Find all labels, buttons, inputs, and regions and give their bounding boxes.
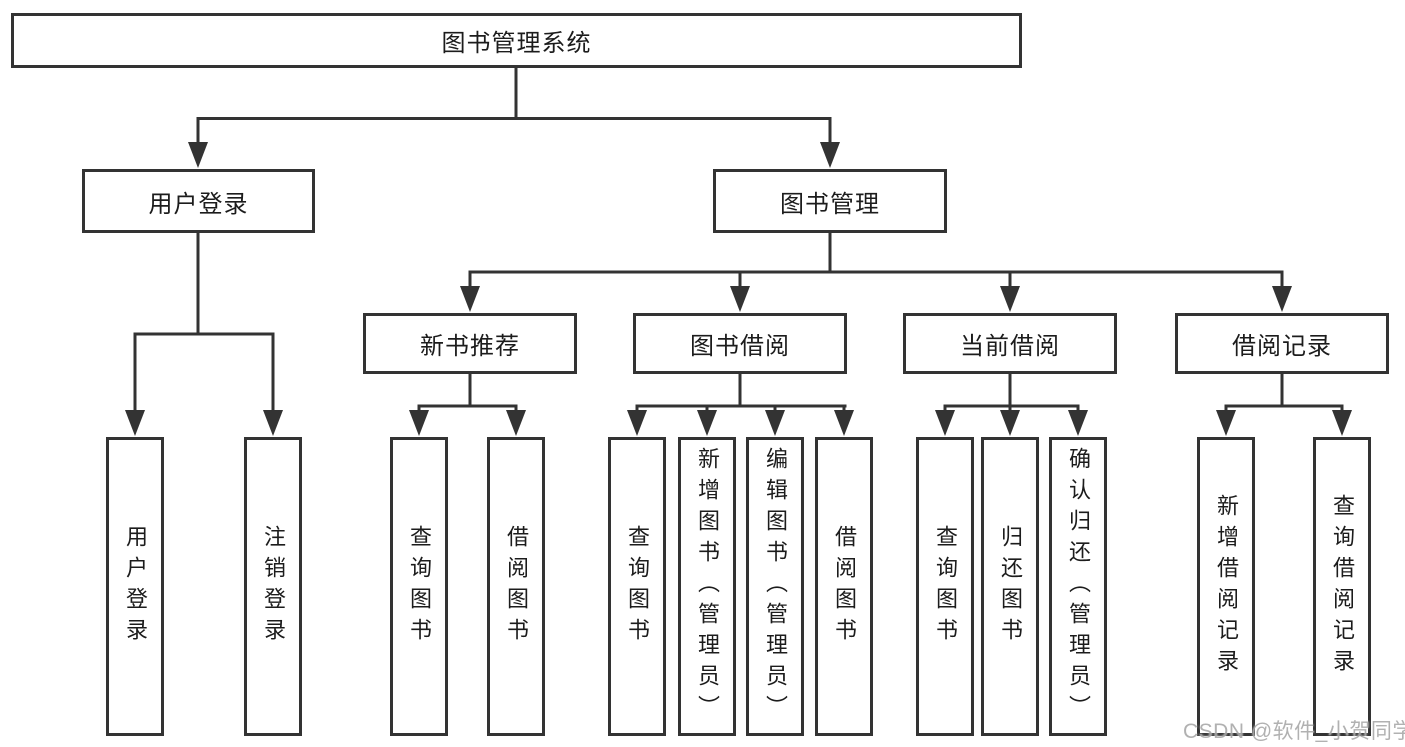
leaf-add-borrow-record: 新增借阅记录 bbox=[1197, 437, 1255, 736]
leaf-query-books-borrow: 查询图书 bbox=[608, 437, 666, 736]
arrowhead-icon bbox=[1068, 410, 1088, 436]
node-borrow-records: 借阅记录 bbox=[1175, 313, 1389, 374]
node-current-borrow: 当前借阅 bbox=[903, 313, 1117, 374]
leaf-query-books-recommend: 查询图书 bbox=[390, 437, 448, 736]
arrowhead-icon bbox=[263, 410, 283, 436]
arrowhead-icon bbox=[1000, 286, 1020, 312]
arrowhead-icon bbox=[188, 142, 208, 168]
connector-root-to-level2 bbox=[188, 67, 840, 168]
leaf-edit-book-admin: 编辑图书（管理员） bbox=[746, 437, 804, 736]
arrowhead-icon bbox=[1216, 410, 1236, 436]
arrowhead-icon bbox=[1332, 410, 1352, 436]
arrowhead-icon bbox=[697, 410, 717, 436]
arrowhead-icon bbox=[506, 410, 526, 436]
node-book-management: 图书管理 bbox=[713, 169, 947, 233]
connector-borrow-records-branch bbox=[1216, 372, 1352, 436]
connector-book-management-branch bbox=[460, 231, 1292, 312]
leaf-borrow-books-recommend: 借阅图书 bbox=[487, 437, 545, 736]
leaf-add-book-admin: 新增图书（管理员） bbox=[678, 437, 736, 736]
leaf-query-borrow-record: 查询借阅记录 bbox=[1313, 437, 1371, 736]
arrowhead-icon bbox=[409, 410, 429, 436]
leaf-borrow-books: 借阅图书 bbox=[815, 437, 873, 736]
node-new-book-recommend: 新书推荐 bbox=[363, 313, 577, 374]
arrowhead-icon bbox=[460, 286, 480, 312]
leaf-confirm-return-admin: 确认归还（管理员） bbox=[1049, 437, 1107, 736]
connector-new-book-branch bbox=[409, 372, 526, 436]
leaf-query-books-current: 查询图书 bbox=[916, 437, 974, 736]
watermark: CSDN @软件_小贺同学 bbox=[1183, 720, 1405, 743]
arrowhead-icon bbox=[935, 410, 955, 436]
arrowhead-icon bbox=[627, 410, 647, 436]
node-user-login: 用户登录 bbox=[82, 169, 315, 233]
arrowhead-icon bbox=[125, 410, 145, 436]
arrowhead-icon bbox=[834, 410, 854, 436]
arrowhead-icon bbox=[730, 286, 750, 312]
leaf-user-login: 用户登录 bbox=[106, 437, 164, 736]
arrowhead-icon bbox=[1272, 286, 1292, 312]
connector-current-borrow-branch bbox=[935, 372, 1088, 436]
leaf-return-books: 归还图书 bbox=[981, 437, 1039, 736]
connector-user-login-branch bbox=[125, 231, 283, 436]
connector-book-borrow-branch bbox=[627, 372, 854, 436]
leaf-logout: 注销登录 bbox=[244, 437, 302, 736]
arrowhead-icon bbox=[1000, 410, 1020, 436]
arrowhead-icon bbox=[820, 142, 840, 168]
node-root: 图书管理系统 bbox=[11, 13, 1022, 68]
node-book-borrow: 图书借阅 bbox=[633, 313, 847, 374]
arrowhead-icon bbox=[765, 410, 785, 436]
